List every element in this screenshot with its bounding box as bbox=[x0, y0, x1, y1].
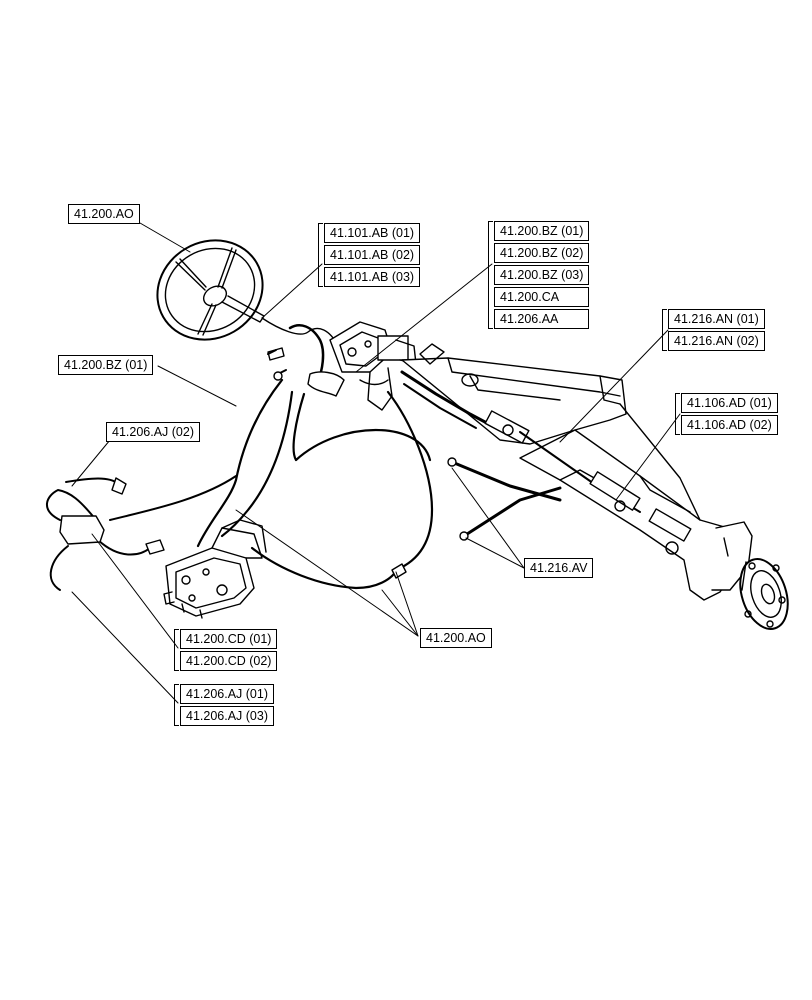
callout-label: 41.216.AN (01) bbox=[668, 309, 765, 329]
callout-group-pump-cd: 41.200.CD (01) 41.200.CD (02) bbox=[174, 629, 278, 673]
callout-hose-bz: 41.200.BZ (01) bbox=[58, 355, 154, 375]
callout-label: 41.106.AD (01) bbox=[681, 393, 778, 413]
steering-wheel bbox=[156, 239, 265, 341]
callout-label: 41.101.AB (03) bbox=[324, 267, 421, 287]
hydraulic-hoses bbox=[196, 378, 434, 590]
callout-group-cylinder: 41.216.AN (01) 41.216.AN (02) bbox=[662, 309, 765, 353]
callout-label: 41.206.AJ (03) bbox=[180, 706, 274, 726]
return-hoses bbox=[46, 475, 237, 591]
callout-label: 41.206.AA bbox=[494, 309, 590, 329]
column-hose bbox=[261, 317, 339, 347]
callout-label: 41.200.BZ (02) bbox=[494, 243, 590, 263]
callout-label: 41.200.CD (02) bbox=[180, 651, 278, 671]
callout-group-pump-aj: 41.206.AJ (01) 41.206.AJ (03) bbox=[174, 684, 274, 728]
callout-group-valve: 41.200.BZ (01) 41.200.BZ (02) 41.200.BZ … bbox=[488, 221, 590, 331]
callout-label: 41.200.CD (01) bbox=[180, 629, 278, 649]
callout-label: 41.101.AB (01) bbox=[324, 223, 421, 243]
callout-label: 41.106.AD (02) bbox=[681, 415, 778, 435]
callout-label: 41.200.BZ (03) bbox=[494, 265, 590, 285]
callout-hoses-ao: 41.200.AO bbox=[420, 628, 492, 648]
hydraulic-pump bbox=[163, 519, 267, 619]
steering-valve bbox=[307, 321, 417, 411]
callout-label: 41.200.CA bbox=[494, 287, 590, 307]
callout-rods: 41.216.AV bbox=[524, 558, 594, 578]
callout-label: 41.216.AN (02) bbox=[668, 331, 765, 351]
callout-label: 41.200.BZ (01) bbox=[494, 221, 590, 241]
leader-lines bbox=[71, 222, 681, 704]
callout-hose-aj: 41.206.AJ (02) bbox=[106, 422, 200, 442]
callout-label: 41.101.AB (02) bbox=[324, 245, 421, 265]
callout-group-axle: 41.106.AD (01) 41.106.AD (02) bbox=[675, 393, 778, 437]
callout-group-column: 41.101.AB (01) 41.101.AB (02) 41.101.AB … bbox=[318, 223, 421, 289]
callout-steering-wheel: 41.200.AO bbox=[68, 204, 140, 224]
callout-label: 41.206.AJ (01) bbox=[180, 684, 274, 704]
tie-rod-upper bbox=[450, 460, 562, 502]
tie-rod-lower bbox=[462, 486, 562, 538]
front-axle bbox=[400, 343, 789, 630]
